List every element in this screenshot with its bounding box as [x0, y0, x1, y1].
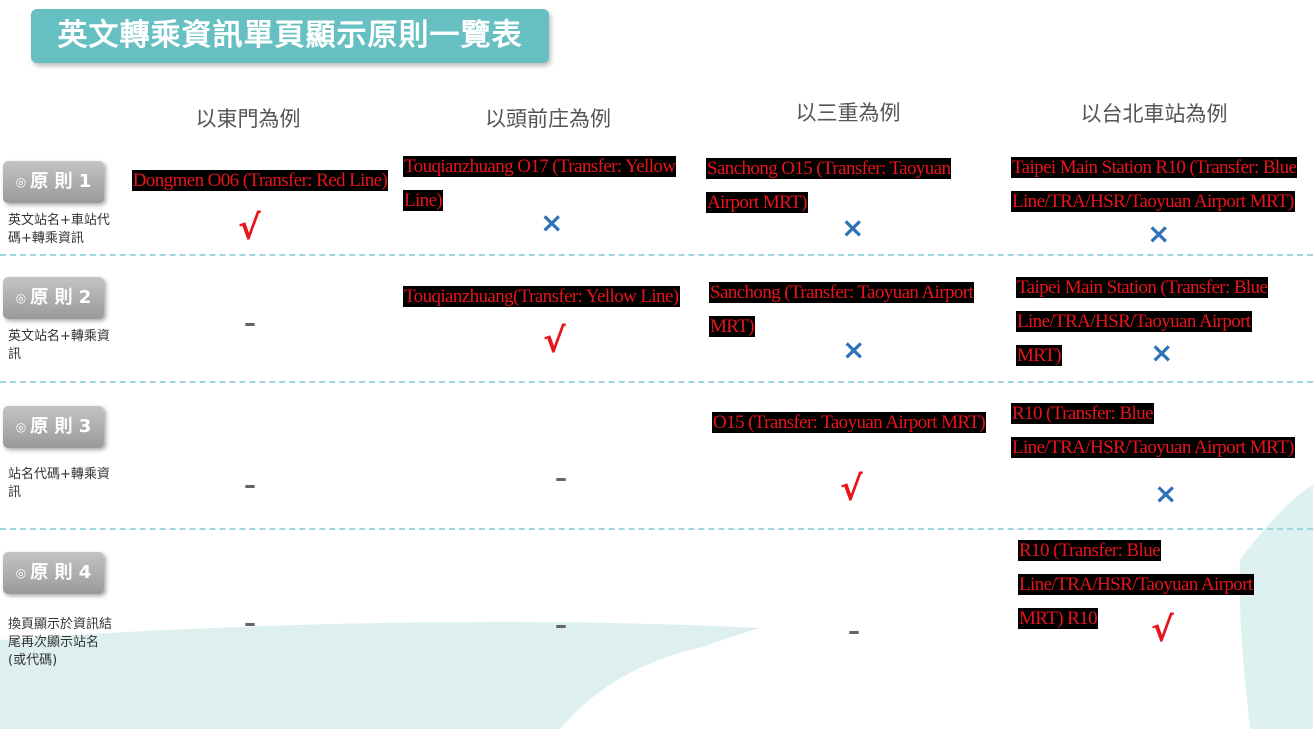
check-icon: √: [1151, 610, 1174, 650]
rule-1-sample-sanchong: Sanchong O15 (Transfer: Taoyuan Airport …: [706, 158, 952, 213]
page-title: 英文轉乘資訊單頁顯示原則一覽表: [31, 9, 549, 63]
rule-2-description: 英文站名+轉乘資訊: [8, 329, 110, 362]
cross-icon: ×: [842, 333, 866, 366]
rule-3-sample-taipei-main: R10 (Transfer: Blue Line/TRA/HSR/Taoyuan…: [1011, 403, 1295, 458]
rule-4-sample-taipei-main: R10 (Transfer: Blue Line/TRA/HSR/Taoyuan…: [1018, 540, 1254, 629]
dash-icon: –: [244, 309, 256, 337]
rule-label: 原 則 1: [30, 171, 92, 192]
row-divider: [0, 381, 1313, 383]
circle-icon: ◎: [15, 291, 27, 305]
dash-icon: –: [244, 471, 256, 499]
rule-2-sample-taipei-main: Taipei Main Station (Transfer: Blue Line…: [1016, 277, 1269, 366]
row-divider: [0, 528, 1313, 530]
rule-3-sample-sanchong: O15 (Transfer: Taoyuan Airport MRT): [712, 412, 987, 433]
dash-icon: –: [244, 609, 256, 637]
rule-4-button[interactable]: ◎原 則 4: [3, 552, 104, 594]
rule-1-sample-dongmen: Dongmen O06 (Transfer: Red Line): [131, 170, 389, 191]
rule-3-description: 站名代碼+轉乘資訊: [8, 467, 110, 500]
rule-label: 原 則 3: [30, 416, 92, 437]
rule-1-button[interactable]: ◎原 則 1: [3, 161, 104, 203]
column-header-touqianzhuang: 以頭前庄為例: [485, 107, 611, 131]
rule-label: 原 則 2: [30, 287, 92, 308]
rule-3-button[interactable]: ◎原 則 3: [3, 406, 104, 448]
rule-1-description: 英文站名+車站代碼+轉乘資訊: [8, 213, 110, 246]
rule-label: 原 則 4: [30, 562, 92, 583]
column-header-dongmen: 以東門為例: [195, 107, 301, 131]
dash-icon: –: [848, 617, 860, 645]
circle-icon: ◎: [15, 175, 27, 189]
check-icon: √: [238, 208, 261, 248]
dash-icon: –: [555, 611, 567, 639]
cross-icon: ×: [1154, 477, 1178, 510]
check-icon: √: [840, 469, 863, 509]
rule-1-sample-taipei-main: Taipei Main Station R10 (Transfer: Blue …: [1011, 157, 1298, 212]
column-header-taipei-main: 以台北車站為例: [1080, 102, 1228, 126]
row-divider: [0, 254, 1313, 256]
cross-icon: ×: [540, 206, 564, 239]
rule-2-sample-sanchong: Sanchong (Transfer: Taoyuan Airport MRT): [709, 282, 975, 337]
cross-icon: ×: [841, 211, 865, 244]
column-header-sanchong: 以三重為例: [795, 101, 901, 125]
check-icon: √: [543, 321, 566, 361]
circle-icon: ◎: [15, 566, 27, 580]
dash-icon: –: [555, 464, 567, 492]
circle-icon: ◎: [15, 420, 27, 434]
rule-2-sample-touqianzhuang: Touqianzhuang(Transfer: Yellow Line): [403, 286, 680, 307]
cross-icon: ×: [1150, 336, 1174, 369]
rule-1-sample-touqianzhuang: Touqianzhuang O17 (Transfer: Yellow Line…: [403, 156, 677, 211]
rule-4-description: 換頁顯示於資訊結尾再次顯示站名(或代碼): [8, 617, 113, 668]
rule-2-button[interactable]: ◎原 則 2: [3, 277, 104, 319]
cross-icon: ×: [1147, 217, 1171, 250]
